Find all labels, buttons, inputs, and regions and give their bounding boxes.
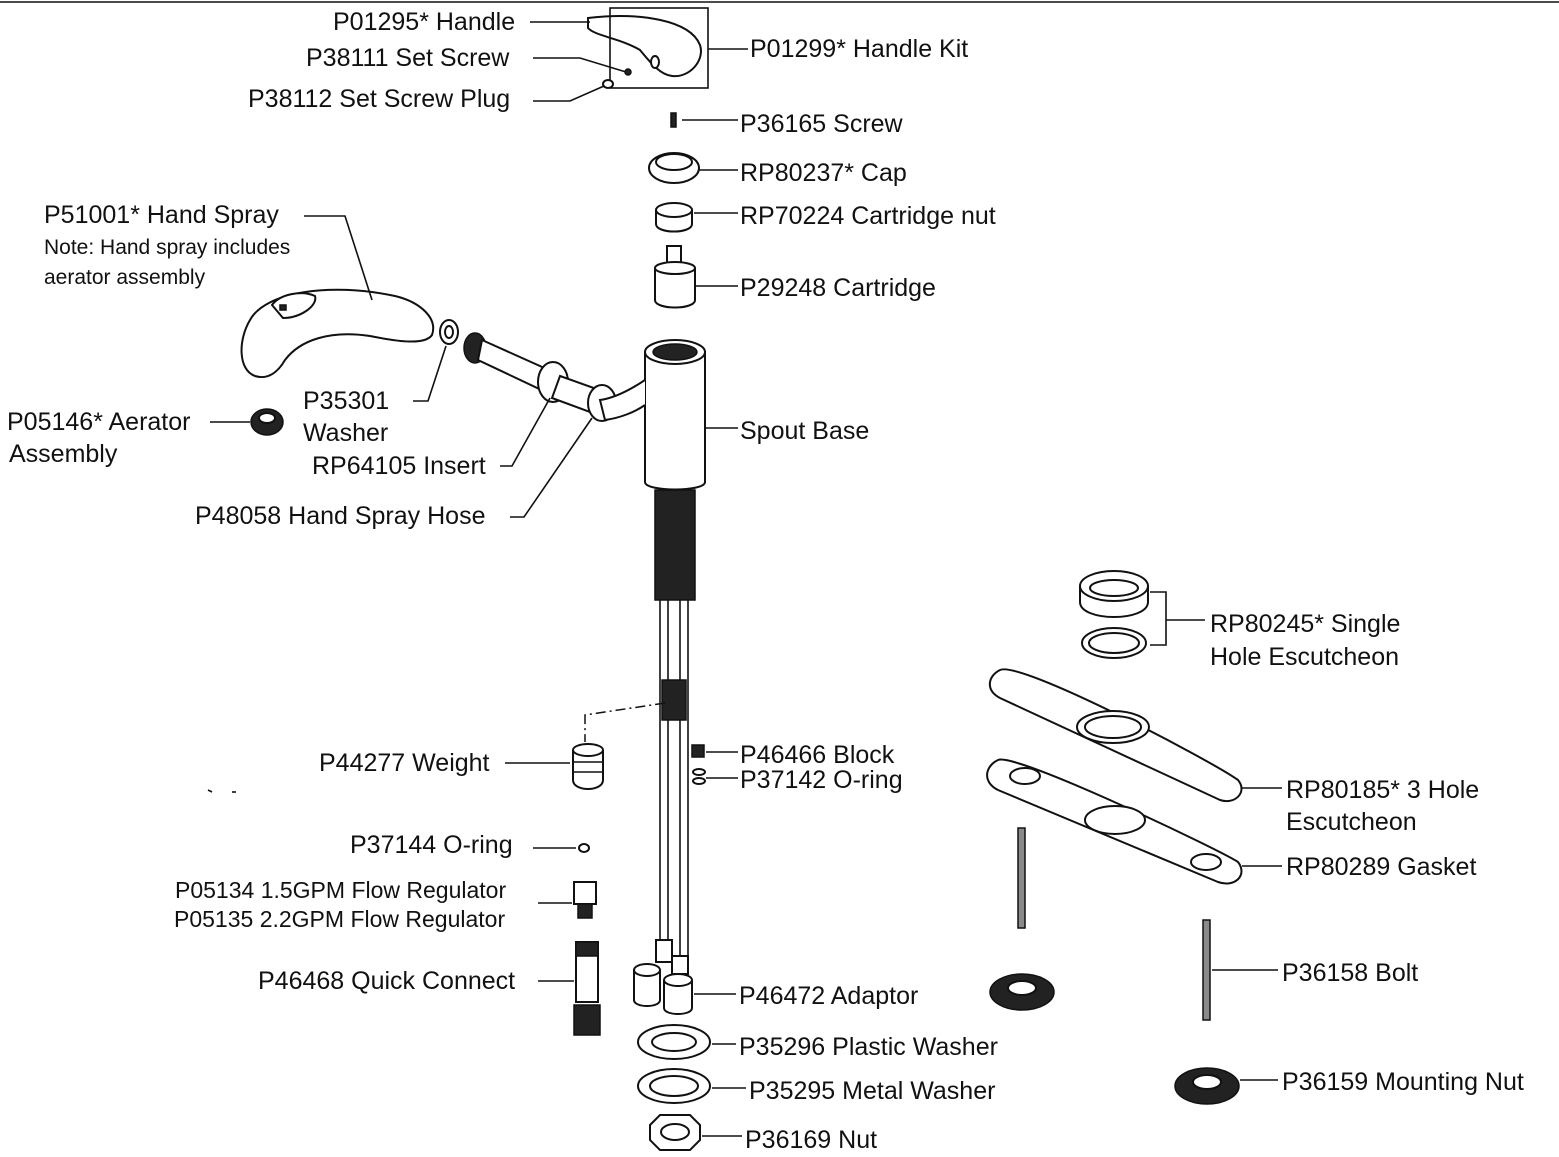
aerator-part [250, 408, 284, 436]
screw-part [670, 112, 677, 128]
cartridge-part [654, 245, 696, 309]
weight-part [572, 743, 604, 790]
washer-35301-part [439, 319, 459, 345]
label-quick-connect: P46468 Quick Connect [258, 967, 516, 995]
label-cartridge: P29248 Cartridge [740, 274, 936, 302]
oring-37144-part [578, 843, 590, 853]
label-screw: P36165 Screw [740, 110, 903, 138]
label-plastic-washer: P35296 Plastic Washer [739, 1033, 998, 1061]
nut-part [649, 1114, 701, 1151]
adaptor-part [633, 963, 693, 1015]
hose-routing-line [584, 702, 666, 742]
label-washer-2: Washer [303, 419, 389, 447]
label-metal-washer: P35295 Metal Washer [749, 1077, 996, 1105]
cap-part [648, 152, 700, 184]
label-bolt: P36158 Bolt [1282, 959, 1419, 987]
single-hole-escutcheon-part [1079, 570, 1149, 659]
label-three-hole-1: RP80185* 3 Hole [1286, 776, 1480, 804]
label-cartridge-nut: RP70224 Cartridge nut [740, 202, 996, 230]
three-hole-escutcheon-part [988, 668, 1243, 803]
label-oring-37144: P37144 O-ring [350, 831, 513, 859]
label-hose: P48058 Hand Spray Hose [195, 502, 486, 530]
quick-connect-part [573, 941, 601, 1036]
label-single-hole-1: RP80245* Single [1210, 610, 1401, 638]
label-oring-37142: P37142 O-ring [740, 766, 903, 794]
spout-base-part [598, 339, 706, 491]
label-block: P46466 Block [740, 741, 895, 769]
label-handle: P01295* Handle [333, 8, 516, 36]
label-hand-spray: P51001* Hand Spray [44, 201, 279, 229]
supply-tubes-part [655, 600, 689, 975]
plastic-washer-part [637, 1024, 711, 1060]
label-hand-spray-note-1: Note: Hand spray includes [44, 236, 291, 259]
label-hand-spray-note-2: aerator assembly [44, 266, 206, 289]
label-set-screw-plug: P38112 Set Screw Plug [248, 85, 511, 113]
block-part [691, 744, 705, 758]
label-aerator-2: Assembly [9, 440, 118, 468]
spout-shank-part [654, 489, 696, 601]
label-aerator-1: P05146* Aerator [7, 408, 191, 436]
label-set-screw: P38111 Set Screw [306, 44, 510, 72]
speck [207, 789, 213, 793]
cartridge-nut-part [655, 202, 693, 233]
label-mounting-nut: P36159 Mounting Nut [1282, 1068, 1524, 1096]
handle-part [587, 7, 709, 89]
metal-washer-part [637, 1068, 711, 1104]
label-flow-15: P05134 1.5GPM Flow Regulator [175, 877, 507, 903]
label-washer-1: P35301 [303, 387, 390, 415]
label-three-hole-2: Escutcheon [1286, 808, 1417, 836]
label-spout-base: Spout Base [740, 417, 870, 445]
label-cap: RP80237* Cap [740, 159, 907, 187]
mounting-nut-part [989, 973, 1240, 1105]
hand-spray-part [240, 288, 435, 378]
bolt-part [1017, 827, 1211, 1021]
gasket-part [986, 758, 1243, 885]
label-adaptor: P46472 Adaptor [739, 982, 919, 1010]
flow-regulator-part [573, 881, 597, 919]
label-handle-kit: P01299* Handle Kit [750, 35, 969, 63]
oring-37142-part [692, 768, 706, 785]
leader-lines [210, 21, 1282, 1137]
label-flow-22: P05135 2.2GPM Flow Regulator [174, 906, 506, 932]
hose-end-part [463, 332, 617, 422]
label-insert: RP64105 Insert [312, 452, 486, 480]
label-weight: P44277 Weight [319, 749, 490, 777]
label-gasket: RP80289 Gasket [1286, 853, 1477, 881]
label-single-hole-2: Hole Escutcheon [1210, 643, 1400, 671]
label-nut: P36169 Nut [745, 1126, 878, 1154]
set-screw-plug-part [602, 79, 614, 89]
